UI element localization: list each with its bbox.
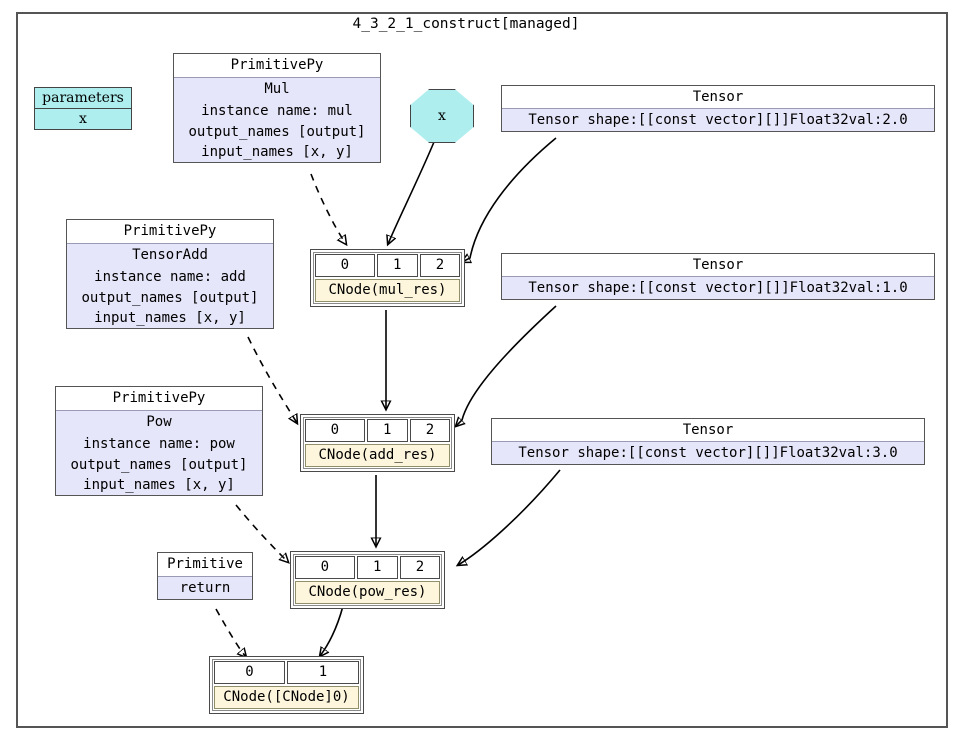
cnode-port-2[interactable]: 2 xyxy=(419,254,460,277)
primitive-input-names: input_names [x, y] xyxy=(201,144,353,160)
primitive-op-name: return xyxy=(179,580,231,596)
cnode-inner: 0 1 2 CNode(add_res) xyxy=(303,417,452,469)
primitive-op-name: TensorAdd xyxy=(132,247,208,263)
edge-return-to-outcnode xyxy=(215,608,246,657)
cnode-label: CNode(pow_res) xyxy=(295,581,440,604)
cnode-inner: 0 1 CNode([CNode]0) xyxy=(212,659,361,711)
cnode-port-0[interactable]: 0 xyxy=(214,661,286,684)
cnode-port-2[interactable]: 2 xyxy=(399,556,440,579)
cnode-add-res[interactable]: 0 1 2 CNode(add_res) xyxy=(300,414,455,472)
primitive-node-return[interactable]: Primitive return xyxy=(157,552,253,600)
cnode-pow-res[interactable]: 0 1 2 CNode(pow_res) xyxy=(290,551,445,609)
tensor-header: Tensor xyxy=(502,86,934,109)
primitive-instance-name: instance name: mul xyxy=(201,103,353,119)
parameters-table-row-x: x xyxy=(79,111,87,127)
cnode-mul-res[interactable]: 0 1 2 CNode(mul_res) xyxy=(310,249,465,307)
cnode-ports: 0 1 2 xyxy=(315,254,460,277)
edge-tensor3-to-powres xyxy=(458,469,561,565)
tensor-header: Tensor xyxy=(502,254,934,277)
tensor-value: Tensor shape:[[const vector][]]Float32va… xyxy=(528,280,908,296)
primitive-output-names: output_names [output] xyxy=(81,290,259,306)
tensor-value: Tensor shape:[[const vector][]]Float32va… xyxy=(528,112,908,128)
edge-tensor1-to-addres xyxy=(456,305,557,426)
primitive-input-names: input_names [x, y] xyxy=(83,477,235,493)
cnode-inner: 0 1 2 CNode(pow_res) xyxy=(293,554,442,606)
edge-tensor2-to-mulres xyxy=(462,137,557,262)
cnode-port-1[interactable]: 1 xyxy=(366,419,408,442)
primitive-input-names: input_names [x, y] xyxy=(94,310,246,326)
parameters-table-header: parameters xyxy=(35,88,131,109)
parameters-table: parameters x xyxy=(34,87,132,130)
primitive-header: PrimitivePy xyxy=(56,387,262,411)
edge-powres-to-outcnode xyxy=(320,605,344,656)
tensor-node-1[interactable]: Tensor Tensor shape:[[const vector][]]Fl… xyxy=(501,253,935,300)
cnode-port-0[interactable]: 0 xyxy=(305,419,365,442)
cnode-port-0[interactable]: 0 xyxy=(315,254,375,277)
edge-x-to-mulres xyxy=(388,141,435,244)
primitive-output-names: output_names [output] xyxy=(188,124,366,140)
cnode-port-1[interactable]: 1 xyxy=(376,254,418,277)
cnode-ports: 0 1 2 xyxy=(305,419,450,442)
primitive-instance-name: instance name: add xyxy=(94,269,246,285)
primitive-node-tensoradd[interactable]: PrimitivePy TensorAdd instance name: add… xyxy=(66,219,274,329)
primitive-header: PrimitivePy xyxy=(174,54,380,78)
tensor-value: Tensor shape:[[const vector][]]Float32va… xyxy=(518,445,898,461)
cnode-label: CNode(mul_res) xyxy=(315,279,460,302)
cnode-output[interactable]: 0 1 CNode([CNode]0) xyxy=(209,656,364,714)
primitive-output-names: output_names [output] xyxy=(70,457,248,473)
graph-title: 4_3_2_1_construct[managed] xyxy=(352,16,580,32)
cnode-label: CNode(add_res) xyxy=(305,444,450,467)
cnode-port-1[interactable]: 1 xyxy=(356,556,398,579)
cnode-inner: 0 1 2 CNode(mul_res) xyxy=(313,252,462,304)
tensor-node-3[interactable]: Tensor Tensor shape:[[const vector][]]Fl… xyxy=(491,418,925,465)
parameter-node-x-label: x xyxy=(438,108,446,124)
parameter-node-x-shape: x xyxy=(410,89,474,143)
primitive-instance-name: instance name: pow xyxy=(83,436,235,452)
cnode-ports: 0 1 2 xyxy=(295,556,440,579)
primitive-node-mul[interactable]: PrimitivePy Mul instance name: mul outpu… xyxy=(173,53,381,163)
cnode-port-2[interactable]: 2 xyxy=(409,419,450,442)
edge-add-prim-to-addres xyxy=(247,336,297,423)
primitive-op-name: Pow xyxy=(146,414,172,430)
primitive-header: PrimitivePy xyxy=(67,220,273,244)
primitive-header: Primitive xyxy=(158,553,252,577)
parameter-node-x[interactable]: x xyxy=(410,89,474,143)
primitive-op-name: Mul xyxy=(264,81,290,97)
tensor-node-2[interactable]: Tensor Tensor shape:[[const vector][]]Fl… xyxy=(501,85,935,132)
edge-mul-prim-to-mulres xyxy=(310,173,346,244)
cnode-port-1[interactable]: 1 xyxy=(287,661,359,684)
cnode-port-0[interactable]: 0 xyxy=(295,556,355,579)
cnode-label: CNode([CNode]0) xyxy=(214,686,359,709)
tensor-header: Tensor xyxy=(492,419,924,442)
cnode-ports: 0 1 xyxy=(214,661,359,684)
primitive-node-pow[interactable]: PrimitivePy Pow instance name: pow outpu… xyxy=(55,386,263,496)
